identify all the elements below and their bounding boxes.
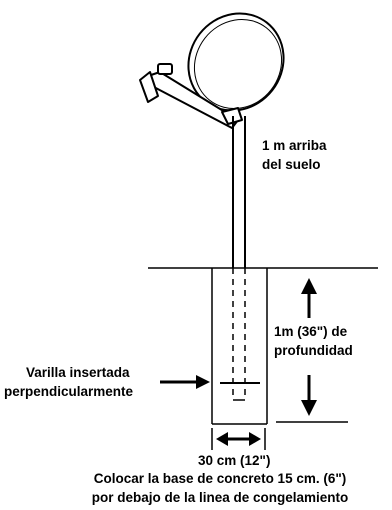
dish-rim-inner [193, 18, 283, 110]
depth-arrow-down [301, 375, 317, 416]
width-label: 30 cm (12") [198, 453, 271, 468]
mast-pole [232, 116, 246, 268]
satellite-dish [187, 12, 285, 112]
height-label-line2: del suelo [262, 157, 321, 172]
lnb-icon [157, 63, 173, 75]
footer-note: Colocar la base de concreto 15 cm. (6") … [52, 469, 388, 507]
feed-arm [139, 63, 243, 129]
rod-label-line2: perpendicularmente [4, 384, 134, 399]
depth-label-line1: 1m (36") de [274, 324, 348, 339]
depth-arrow-up [301, 278, 317, 318]
footer-note-line1: Colocar la base de concreto 15 cm. (6") [93, 471, 347, 486]
depth-label-line2: profundidad [274, 343, 353, 358]
height-label: 1 m arriba del suelo [262, 136, 327, 174]
height-label-line1: 1 m arriba [262, 138, 327, 153]
concrete-hole [211, 268, 268, 425]
footer-note-line2: por debajo de la linea de congelamiento [91, 490, 349, 505]
rod-label-line1: Varilla insertada [26, 365, 130, 380]
buried-pole [232, 268, 246, 401]
rod-pointer-arrow [160, 375, 210, 389]
width-arrow [211, 428, 266, 450]
rod-label: Varilla insertada perpendicularmente [4, 363, 133, 401]
depth-label: 1m (36") de profundidad [274, 322, 353, 360]
